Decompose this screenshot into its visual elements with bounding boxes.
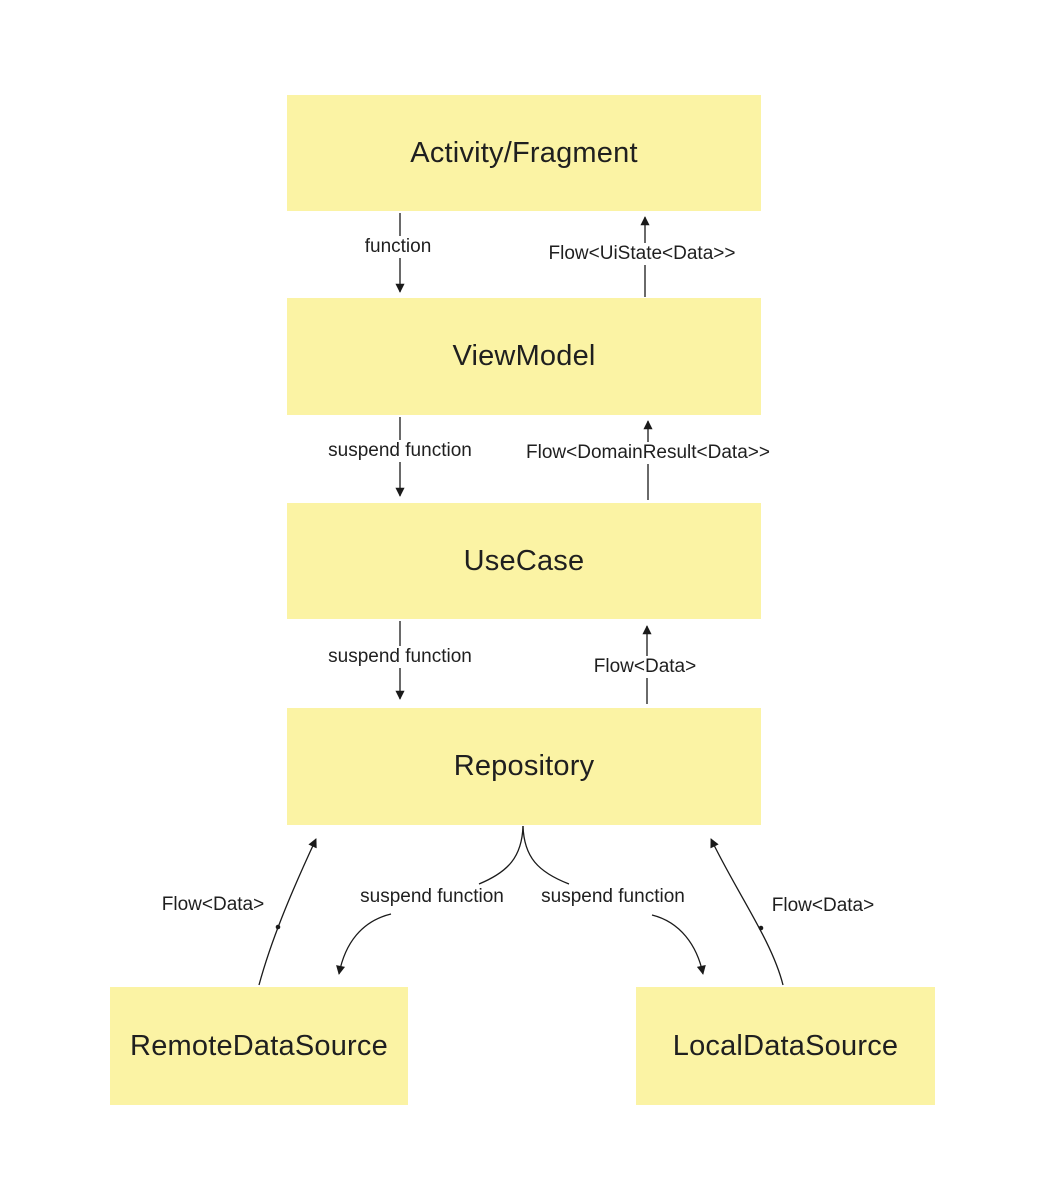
repository-box: Repository [287, 708, 761, 825]
viewmodel-label: ViewModel [452, 340, 596, 372]
edge-label-flow-domainresult: Flow<DomainResult<Data>> [522, 442, 774, 464]
arrow-repository-to-remotedatasource [336, 913, 392, 975]
edge-label-suspend-function-right: suspend function [541, 886, 685, 907]
edge-label-flow-data-right: Flow<Data> [771, 895, 875, 916]
usecase-label: UseCase [463, 544, 585, 577]
arrow-localdatasource-to-repository [710, 838, 784, 986]
arrow-repository-to-localdatasource [651, 914, 706, 975]
edge-label-flow-uistate: Flow<UiState<Data>> [544, 243, 740, 265]
edge-label-flow-data-mid: Flow<Data> [589, 656, 701, 678]
curve-joint-dot-right [758, 925, 764, 931]
edge-label-flow-data-left: Flow<Data> [161, 894, 265, 915]
activity-fragment-box: Activity/Fragment [287, 95, 761, 211]
local-data-source-label: LocalDataSource [672, 1029, 899, 1062]
repository-label: Repository [453, 750, 595, 782]
edge-label-suspend-function-2: suspend function [324, 646, 476, 668]
viewmodel-box: ViewModel [287, 298, 761, 415]
repository-fork-left [478, 825, 524, 885]
edge-label-function: function [360, 236, 436, 258]
remote-data-source-box: RemoteDataSource [110, 987, 408, 1105]
curve-joint-dot-left [275, 924, 281, 930]
repository-fork-right [522, 825, 570, 885]
activity-fragment-label: Activity/Fragment [410, 136, 638, 169]
local-data-source-box: LocalDataSource [636, 987, 935, 1105]
edge-label-suspend-function-1: suspend function [324, 440, 476, 462]
arrow-remotedatasource-to-repository [258, 838, 317, 986]
remote-data-source-label: RemoteDataSource [130, 1029, 388, 1062]
usecase-box: UseCase [287, 503, 761, 619]
edge-label-suspend-function-left: suspend function [360, 886, 504, 907]
